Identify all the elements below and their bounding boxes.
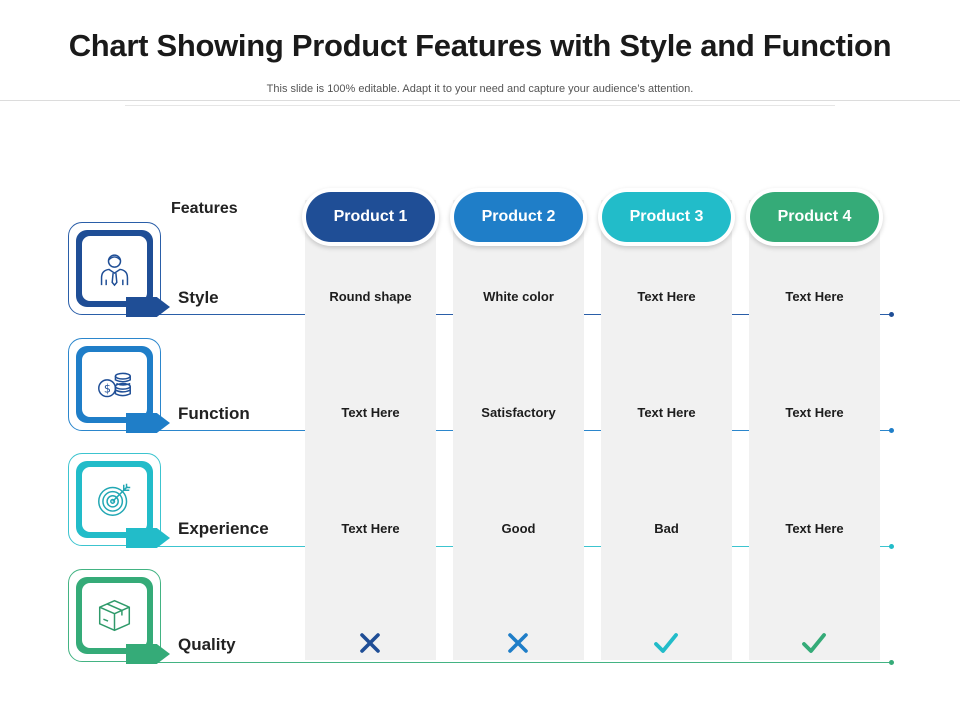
- feature-label-function: Function: [178, 404, 250, 423]
- cell-p2-function: Satisfactory: [481, 405, 556, 420]
- cell-p4-style: Text Here: [785, 289, 844, 304]
- cell-p4-experience: Text Here: [785, 521, 844, 536]
- feature-tile-function: $: [68, 338, 170, 433]
- cross-icon: [508, 633, 528, 653]
- feature-label-experience: Experience: [178, 519, 269, 538]
- product-column-1: Product 1 Round shape Text Here Text Her…: [302, 188, 439, 660]
- product-column-2: Product 2 White color Satisfactory Good: [450, 188, 587, 660]
- cell-p1-experience: Text Here: [341, 521, 400, 536]
- features-header: Features: [171, 200, 238, 217]
- cell-p3-function: Text Here: [637, 405, 696, 420]
- product-header-3: Product 3: [602, 192, 731, 242]
- box-package-icon: [98, 599, 131, 632]
- subtitle-divider: [125, 105, 835, 106]
- cell-p1-style: Round shape: [329, 289, 412, 304]
- check-icon: [802, 633, 826, 653]
- cell-p3-experience: Bad: [654, 521, 679, 536]
- coins-dollar-icon: $: [98, 372, 131, 398]
- header-divider: [0, 100, 960, 101]
- product-column-4: Product 4 Text Here Text Here Text Here: [746, 188, 883, 660]
- product-header-2: Product 2: [454, 192, 583, 242]
- feature-label-style: Style: [178, 288, 219, 307]
- cell-p2-experience: Good: [501, 521, 536, 536]
- row-dot-style: [889, 312, 894, 317]
- check-icon: [654, 633, 678, 653]
- row-dot-quality: [889, 660, 894, 665]
- product-header-1: Product 1: [306, 192, 435, 242]
- row-dot-experience: [889, 544, 894, 549]
- feature-tile-quality: [68, 569, 170, 664]
- cell-p3-style: Text Here: [637, 289, 696, 304]
- target-arrow-icon: [98, 483, 131, 516]
- feature-tile-style: [68, 222, 170, 317]
- feature-tile-experience: [68, 453, 170, 548]
- businessman-icon: [100, 254, 129, 287]
- cell-p4-function: Text Here: [785, 405, 844, 420]
- cell-p1-function: Text Here: [341, 405, 400, 420]
- row-dot-function: [889, 428, 894, 433]
- product-header-4: Product 4: [750, 192, 879, 242]
- row-line-quality: [150, 662, 892, 663]
- slide-title: Chart Showing Product Features with Styl…: [68, 28, 892, 63]
- cell-p2-style: White color: [483, 289, 554, 304]
- slide-subtitle: This slide is 100% editable. Adapt it to…: [266, 83, 694, 95]
- feature-label-quality: Quality: [178, 635, 236, 654]
- product-column-3: Product 3 Text Here Text Here Bad: [598, 188, 735, 660]
- cross-icon: [360, 633, 380, 653]
- svg-text:$: $: [104, 382, 111, 395]
